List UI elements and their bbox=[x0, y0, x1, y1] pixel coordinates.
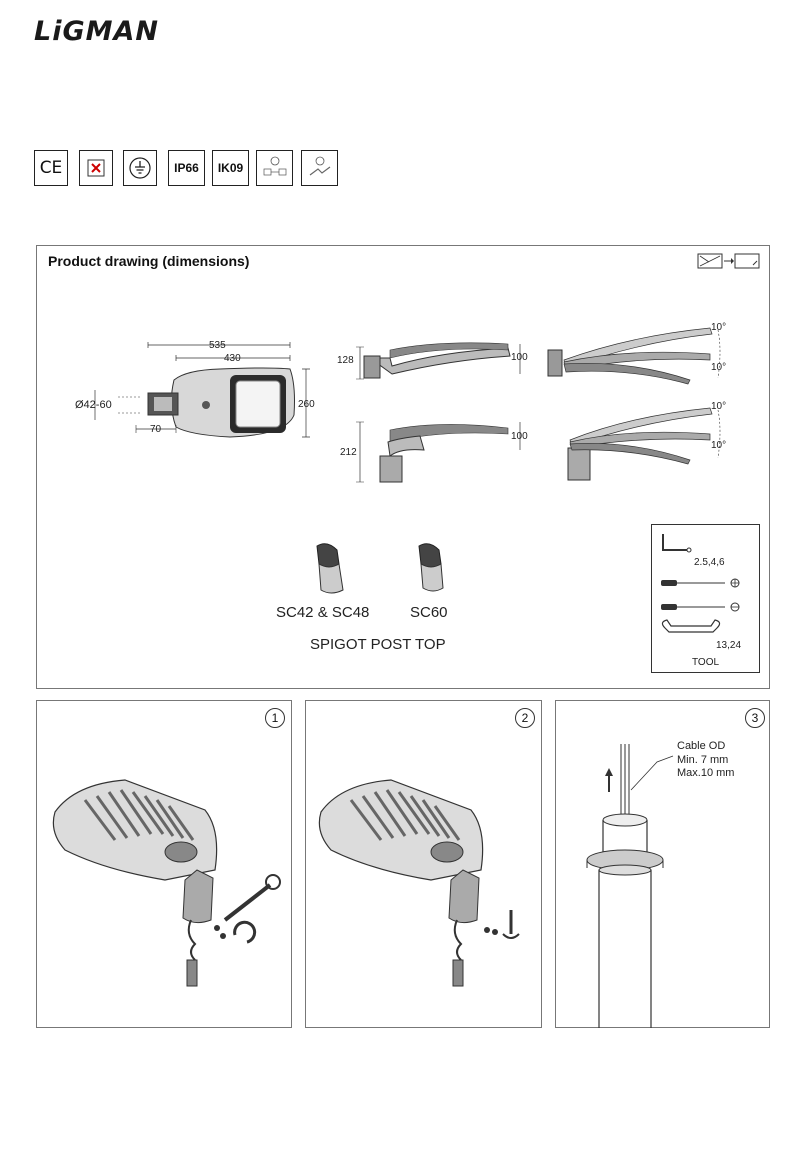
step-number-3: 3 bbox=[745, 708, 765, 728]
product-drawing-title: Product drawing (dimensions) bbox=[48, 253, 250, 269]
driver-option-icon bbox=[256, 150, 293, 186]
tilt-angle-4: 10° bbox=[711, 440, 727, 451]
dimension-430: 430 bbox=[224, 353, 241, 364]
step-panel-3 bbox=[555, 700, 770, 1028]
spigot-label-sc60: SC60 bbox=[410, 604, 448, 621]
wrench-sizes: 13,24 bbox=[716, 640, 742, 651]
step-1-illustration bbox=[52, 779, 281, 987]
tilt-angle-3: 10° bbox=[711, 401, 727, 412]
cable-od-title: Cable OD bbox=[677, 740, 726, 752]
ce-mark-icon: CE bbox=[34, 150, 68, 186]
step-panel-1 bbox=[36, 700, 292, 1028]
ce-label: CE bbox=[39, 158, 63, 178]
side-view-drawings bbox=[356, 342, 521, 483]
dimension-212: 212 bbox=[340, 447, 357, 458]
tool-label: TOOL bbox=[692, 657, 720, 668]
tilt-angle-2: 10° bbox=[711, 362, 727, 373]
step-number-2: 2 bbox=[515, 708, 535, 728]
dimension-70: 70 bbox=[150, 424, 162, 435]
dimension-128: 128 bbox=[337, 355, 354, 366]
tool-box bbox=[651, 524, 760, 673]
tool-drawings bbox=[661, 534, 740, 633]
tilt-angle-1: 10° bbox=[711, 322, 727, 333]
dimension-260: 260 bbox=[298, 399, 315, 410]
step-2-illustration bbox=[318, 779, 520, 987]
step-number-1-text: 1 bbox=[271, 711, 279, 725]
protective-earth-icon bbox=[123, 150, 157, 186]
top-view-drawing bbox=[94, 342, 310, 438]
tilt-view-drawings bbox=[547, 327, 721, 481]
step-number-3-text: 3 bbox=[751, 711, 759, 725]
product-drawing-panel bbox=[36, 245, 770, 689]
step-panel-2 bbox=[305, 700, 542, 1028]
brand-logo: LiGMAN bbox=[34, 16, 159, 47]
spigot-caption: SPIGOT POST TOP bbox=[310, 636, 446, 653]
step-number-1: 1 bbox=[265, 708, 285, 728]
surge-protection-icon bbox=[301, 150, 338, 186]
step-3-illustration bbox=[586, 744, 674, 1028]
dimension-spigot-diameter: Ø42-60 bbox=[75, 399, 112, 411]
ik09-label: IK09 bbox=[217, 161, 244, 175]
no-flammable-surface-icon bbox=[79, 150, 113, 186]
dimension-535: 535 bbox=[209, 340, 226, 351]
spigot-drawings bbox=[316, 543, 444, 594]
mounting-symbol-icon bbox=[697, 252, 761, 270]
dimension-100-top: 100 bbox=[511, 352, 528, 363]
cable-od-max: Max.10 mm bbox=[677, 767, 735, 779]
spigot-label-sc42-sc48: SC42 & SC48 bbox=[276, 604, 370, 621]
ip66-icon: IP66 bbox=[168, 150, 205, 186]
ik09-icon: IK09 bbox=[212, 150, 249, 186]
ip66-label: IP66 bbox=[174, 161, 199, 175]
cable-od-min: Min. 7 mm bbox=[677, 754, 729, 766]
step-number-2-text: 2 bbox=[521, 711, 529, 725]
hex-key-sizes: 2.5,4,6 bbox=[694, 557, 725, 568]
dimension-100-bottom: 100 bbox=[511, 431, 528, 442]
